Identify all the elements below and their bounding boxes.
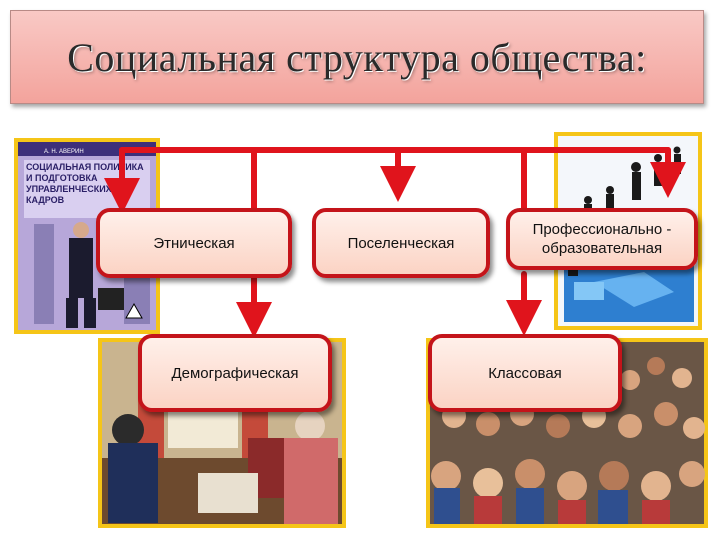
title-banner: Социальная структура общества: [10,10,704,104]
node-ethnic: Этническая [96,208,292,278]
node-demographic: Демографическая [138,334,332,412]
node-demographic-label: Демографическая [171,364,299,382]
node-professional: Профессионально - образовательная [506,208,698,270]
node-ethnic-label: Этническая [153,234,235,252]
book-author: А. Н. АВЕРИН [44,149,84,155]
slide-title: Социальная структура общества: [67,34,647,80]
node-class-label: Классовая [488,364,562,382]
node-class: Классовая [428,334,622,412]
node-settlement: Поселенческая [312,208,490,278]
book-title: СОЦИАЛЬНАЯ ПОЛИТИКА И ПОДГОТОВКА УПРАВЛЕ… [26,162,144,205]
node-settlement-label: Поселенческая [347,234,455,252]
node-professional-label: Профессионально - образовательная [532,221,672,257]
